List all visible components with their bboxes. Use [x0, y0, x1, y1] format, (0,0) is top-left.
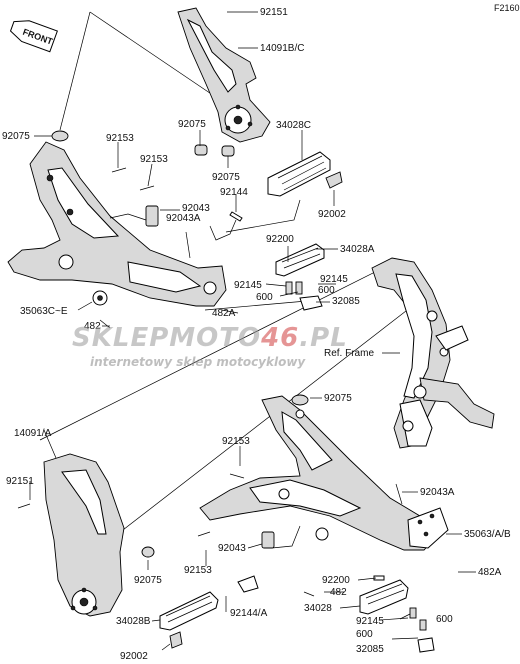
callout-92200-upper: 92200 — [266, 234, 294, 245]
leader-lines — [29, 11, 476, 651]
callout-92144: 92144 — [220, 187, 248, 198]
callout-34028a: 34028A — [340, 244, 375, 255]
callout-92151-lower: 92151 — [6, 476, 34, 487]
watermark-tagline: internetowy sklep motocyklowy — [90, 355, 306, 369]
footpeg-34028 — [359, 579, 435, 653]
callout-600-upper-a: 600 — [256, 292, 273, 303]
callout-92043a-lower: 92043A — [420, 487, 455, 498]
callout-92153-a: 92153 — [106, 133, 134, 144]
watermark-brand-prefix: SKLEP — [72, 323, 169, 353]
callout-34028c: 34028C — [276, 120, 311, 131]
callout-92153-mid: 92153 — [222, 436, 250, 447]
watermark-brand-mid: MOTO — [169, 323, 261, 353]
callout-92075-a: 92075 — [178, 119, 206, 130]
callout-92075-mid: 92075 — [324, 393, 352, 404]
callout-92144a: 92144/A — [230, 608, 268, 619]
callout-600-lower-b: 600 — [356, 629, 373, 640]
hardware-lower — [17, 394, 403, 597]
callout-92151-top: 92151 — [260, 7, 288, 18]
callout-92043-upper: 92043 — [182, 203, 210, 214]
callout-35063ce: 35063C~E — [20, 306, 68, 317]
callout-labels: 92151 14091B/C 92075 92153 92075 92153 3… — [2, 7, 511, 662]
callout-482-lower: 482 — [330, 587, 347, 598]
callout-35063ab: 35063/A/B — [464, 529, 511, 540]
callout-482a-lower: 482A — [478, 567, 502, 578]
callout-600-upper-b: 600 — [318, 285, 335, 296]
front-arrow-icon: FRONT — [9, 20, 58, 53]
callout-92153-b: 92153 — [140, 154, 168, 165]
callout-92153-lower: 92153 — [184, 565, 212, 576]
footpeg-bracket-upper — [7, 141, 227, 307]
callout-32085-lower: 32085 — [356, 644, 384, 655]
footpeg-34028B — [159, 575, 259, 649]
svg-text:SKLEPMOTO46.PL: SKLEPMOTO46.PL — [72, 323, 348, 353]
callout-92075-left: 92075 — [2, 131, 30, 142]
callout-92002-upper: 92002 — [318, 209, 346, 220]
callout-92145-upper-a: 92145 — [234, 280, 262, 291]
callout-92145-lower: 92145 — [356, 616, 384, 627]
callout-92043-lower: 92043 — [218, 543, 246, 554]
footpeg-bracket-lower — [199, 395, 449, 551]
watermark-brand-num: 46 — [260, 323, 299, 353]
callout-92145-upper-b: 92145 — [320, 274, 348, 285]
footpeg-34028A — [275, 243, 325, 311]
watermark-brand-tld: .PL — [299, 323, 348, 353]
diagram-code: F2160 — [494, 3, 520, 13]
callout-14091bc: 14091B/C — [260, 43, 304, 54]
callout-92002-lower: 92002 — [120, 651, 148, 662]
callout-600-lower-a: 600 — [436, 614, 453, 625]
callout-32085-upper: 32085 — [332, 296, 360, 307]
callout-92075-lower: 92075 — [134, 575, 162, 586]
heel-guard-lower — [43, 453, 125, 617]
heel-guard-upper — [177, 7, 271, 143]
callout-482a-upper: 482A — [212, 308, 236, 319]
callout-14091a: 14091/A — [14, 428, 52, 439]
callout-92043a-upper: 92043A — [166, 213, 201, 224]
callout-92200-lower: 92200 — [322, 575, 350, 586]
ref-frame-label: Ref. Frame — [324, 348, 374, 359]
watermark: SKLEPMOTO46.PL internetowy sklep motocyk… — [72, 323, 348, 369]
callout-92075-b: 92075 — [212, 172, 240, 183]
frame-reference — [371, 257, 495, 449]
reference-lines — [39, 11, 416, 541]
callout-482-upper: 482 — [84, 321, 101, 332]
callout-34028: 34028 — [304, 603, 332, 614]
footpeg-34028C — [267, 151, 343, 197]
callout-34028b: 34028B — [116, 616, 151, 627]
